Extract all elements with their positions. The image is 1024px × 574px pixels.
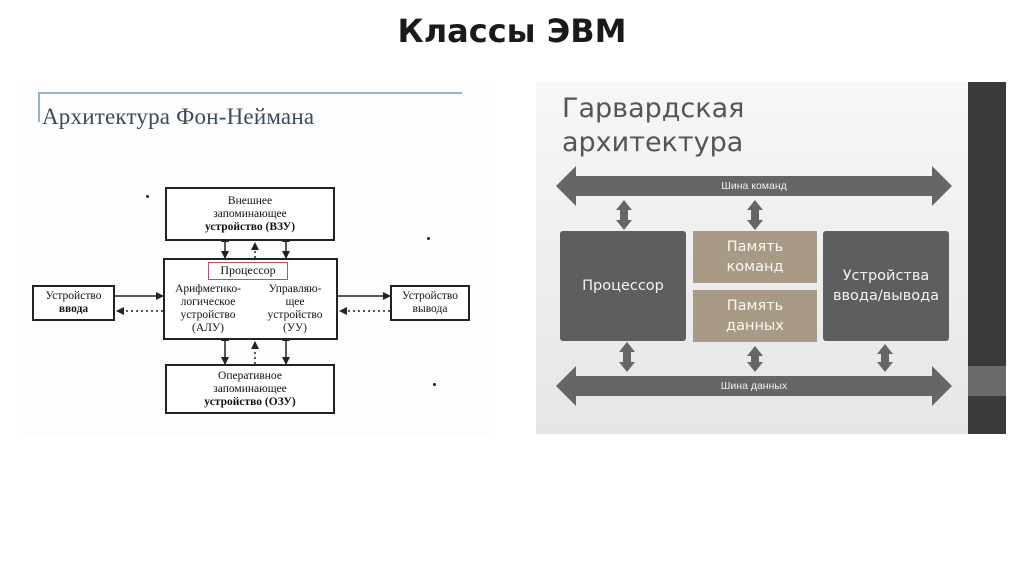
output-device-box: Устройство вывода — [390, 285, 470, 321]
io-devices-box: Устройства ввода/вывода — [823, 231, 949, 341]
alu-line-3: устройство — [180, 309, 236, 321]
vzu-line-3: устройство (ВЗУ) — [204, 220, 296, 233]
output-line-2: вывода — [412, 303, 448, 315]
data-memory-line-2: данных — [726, 318, 784, 334]
uu-line-4: (УУ) — [283, 322, 307, 334]
uu-line-3: устройство — [267, 309, 323, 321]
input-line-2: ввода — [58, 303, 89, 315]
alu-line-4: (АЛУ) — [192, 322, 224, 334]
alu-block: Арифметико- логическое устройство (АЛУ) — [166, 283, 250, 335]
connector-proc-cmd — [616, 200, 632, 230]
harvard-title: Гарвардская архитектура — [562, 92, 744, 160]
data-memory-box: Память данных — [693, 290, 817, 342]
io-devices-line-2: ввода/вывода — [832, 288, 940, 304]
title-rule-vertical — [38, 92, 40, 122]
data-bus-arrow — [556, 366, 952, 406]
io-devices-line-1: Устройства — [842, 268, 930, 284]
processor-box — [163, 258, 338, 340]
processor-label: Процессор — [208, 262, 288, 280]
ozu-box: Оперативное запоминающее устройство (ОЗУ… — [165, 364, 335, 414]
vzu-line-1: Внешнее — [227, 194, 273, 207]
bus-connectors — [616, 200, 893, 372]
ozu-line-1: Оперативное — [218, 369, 282, 382]
command-memory-box: Память команд — [693, 231, 817, 283]
connector-io-data — [877, 344, 893, 372]
connector-mem-data — [747, 346, 763, 372]
data-memory-line-1: Память — [726, 298, 784, 314]
uu-block: Управляю- щее устройство (УУ) — [254, 283, 336, 335]
harvard-title-line-1: Гарвардская — [562, 93, 745, 124]
connector-mem-cmd — [747, 200, 763, 230]
connector-proc-data — [619, 342, 635, 372]
side-strip-accent — [968, 366, 1006, 396]
uu-line-1: Управляю- — [268, 283, 322, 295]
command-bus-label: Шина команд — [721, 180, 787, 192]
scan-speck — [427, 237, 430, 240]
input-device-box: Устройство ввода — [32, 285, 115, 321]
data-bus-label: Шина данных — [720, 380, 788, 392]
title-rule — [38, 92, 462, 94]
harvard-title-line-2: архитектура — [562, 127, 744, 158]
output-line-1: Устройство — [402, 290, 458, 302]
scan-speck — [433, 383, 436, 386]
command-memory-line-1: Память — [726, 239, 784, 255]
ozu-line-3: устройство (ОЗУ) — [204, 395, 296, 408]
command-memory-line-2: команд — [726, 259, 784, 275]
vzu-box: Внешнее запоминающее устройство (ВЗУ) — [165, 187, 335, 241]
harvard-processor-box: Процессор — [560, 231, 686, 341]
alu-line-1: Арифметико- — [175, 283, 241, 295]
ozu-line-2: запоминающее — [213, 382, 287, 395]
scan-speck — [146, 195, 149, 198]
alu-line-2: логическое — [180, 296, 236, 308]
uu-line-2: щее — [285, 296, 305, 308]
vzu-line-2: запоминающее — [213, 207, 287, 220]
input-line-1: Устройство — [45, 290, 102, 302]
command-bus-arrow — [556, 166, 952, 206]
slide-title: Классы ЭВМ — [397, 12, 627, 50]
von-neumann-title: Архитектура Фон-Неймана — [42, 104, 315, 129]
